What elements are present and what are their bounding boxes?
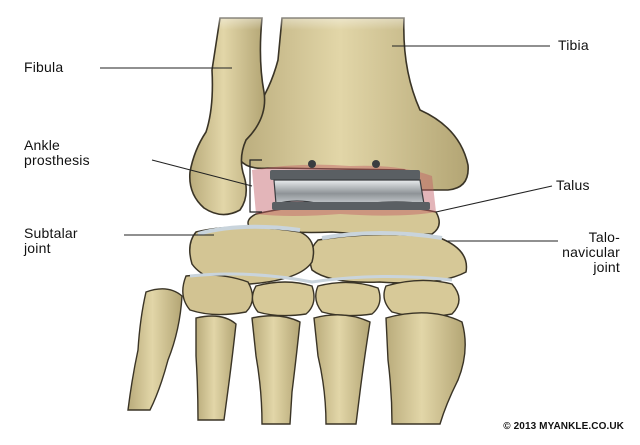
metatarsal-4 [195,315,237,421]
talar-component [272,202,430,210]
top-fade [0,0,640,30]
label-fibula: Fibula [24,59,64,75]
copyright-notice: © 2013 MYANKLE.CO.UK [503,421,624,432]
label-ankle-prosthesis: Ankle prosthesis [24,138,90,168]
metatarsal-3 [251,315,301,425]
metatarsal-1 [385,312,466,425]
ankle-prosthesis-implant [252,160,436,216]
cuboid-bone [182,274,254,316]
label-tibia: Tibia [558,37,589,53]
talonavicular-cartilage [321,231,443,240]
fixation-peg-left [308,160,316,168]
cuneiform-1 [251,281,315,317]
label-talonavicular-line2: navicular [562,244,620,260]
midfoot-cartilage [189,272,453,284]
tibial-component [270,170,420,180]
metatarsal-2 [313,314,371,425]
metatarsal-5 [127,288,183,411]
label-subtalar-joint: Subtalar joint [24,226,78,256]
label-ankle-prosthesis-line1: Ankle [24,137,61,153]
tibia-bone [234,17,469,191]
leader-prosthesis [151,159,253,187]
fixation-peg-right [372,160,380,168]
leader-lines [100,45,558,242]
subtalar-cartilage [197,224,301,236]
label-talonavicular-line3: joint [593,259,620,275]
label-ankle-prosthesis-line2: prosthesis [24,152,90,168]
label-talonavicular-joint: Talo- navicular joint [540,230,620,275]
label-subtalar-line2: joint [24,240,51,256]
label-talus: Talus [556,177,590,193]
fibula-bone [188,17,266,216]
leader-talus [435,185,553,213]
label-talonavicular-line1: Talo- [588,229,620,245]
cuneiform-3 [383,279,460,318]
cuneiform-2 [315,281,381,317]
label-subtalar-line1: Subtalar [24,225,78,241]
